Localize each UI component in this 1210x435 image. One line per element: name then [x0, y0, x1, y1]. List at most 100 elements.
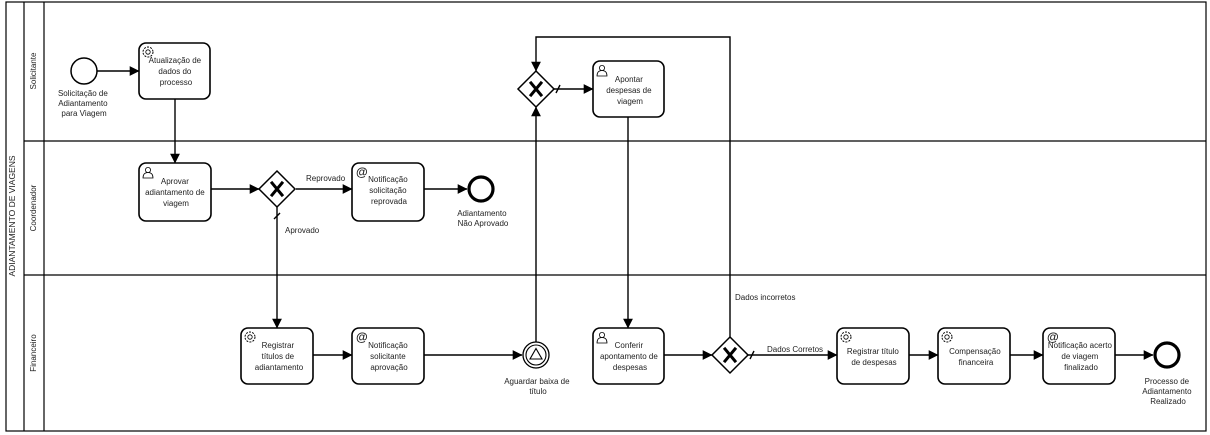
- task-label-line: apontamento de: [600, 352, 658, 361]
- svg-text:@: @: [356, 165, 368, 179]
- svg-text:Solicitação de Adiantame: Solicitação de Adiantamento para Viagem: [58, 89, 110, 118]
- flow-label-dados-corretos: Dados Corretos: [767, 345, 823, 354]
- lane-solicitante: Solicitante: [29, 52, 38, 89]
- gateway-merge[interactable]: [516, 69, 556, 109]
- task-label-line: viagem: [617, 97, 643, 106]
- svg-text:Processo de Adiantamento: Processo de Adiantamento Realizado: [1142, 377, 1194, 406]
- svg-text:Aguardar baixa de título: Aguardar baixa de título: [504, 377, 572, 396]
- event-label-line: Adiantamento: [457, 209, 507, 218]
- task-label-line: Atualização de: [149, 56, 202, 65]
- intermediate-event[interactable]: Aguardar baixa de título: [504, 341, 572, 396]
- task-label-line: Registrar título: [847, 347, 900, 356]
- sequence-flows: [97, 36, 1154, 360]
- flow-label-reprovado: Reprovado: [306, 174, 346, 183]
- event-label-line: Aguardar baixa de: [504, 377, 570, 386]
- gear-icon: [142, 46, 154, 58]
- gateway-aprovacao[interactable]: [257, 169, 297, 209]
- svg-text:Notificação acerto de vi: Notificação acerto de viagem finalizado: [1048, 341, 1114, 372]
- x-icon: [722, 346, 738, 364]
- task-notificacao-reprovada[interactable]: Notificação solicitação reprovada: [351, 162, 425, 222]
- svg-text:Registrar título de desp: Registrar título de despesas: [847, 347, 901, 367]
- lane-financeiro: Financeiro: [29, 334, 38, 372]
- task-label-line: solicitação: [369, 186, 407, 195]
- svg-text:Atualização de dados do: Atualização de dados do processo: [149, 56, 204, 87]
- x-icon: [528, 80, 544, 98]
- task-label-line: aprovação: [370, 363, 408, 372]
- event-label-line: Adiantamento: [58, 99, 108, 108]
- svg-text:Notificação solicitação: Notificação solicitação reprovada: [368, 175, 410, 206]
- user-icon: [596, 332, 608, 344]
- end-event-final[interactable]: Processo de Adiantamento Realizado: [1142, 341, 1194, 406]
- gear-icon: [941, 331, 953, 343]
- task-label-line: adiantamento de: [145, 188, 205, 197]
- lane-label-solicitante: Solicitante: [29, 52, 38, 89]
- user-icon: [142, 167, 154, 179]
- event-label-line: Realizado: [1150, 397, 1186, 406]
- event-label-line: Adiantamento: [1142, 387, 1192, 396]
- gear-icon: [244, 331, 256, 343]
- svg-text:Notificação solicitante: Notificação solicitante aprovação: [368, 341, 410, 372]
- at-icon: @: [356, 330, 368, 344]
- task-label-line: adiantamento: [255, 363, 304, 372]
- task-label-line: Notificação: [368, 341, 408, 350]
- task-label-line: Apontar: [615, 75, 643, 84]
- pool: ADIANTAMENTO DE VIAGENS: [5, 1, 1207, 432]
- gateway-conferencia[interactable]: [710, 335, 750, 375]
- svg-text:Registrar títulos de: Registrar títulos de adiantamento: [255, 341, 304, 372]
- task-apontar-despesas[interactable]: Apontar despesas de viagem: [592, 60, 665, 118]
- task-label-line: de despesas: [851, 358, 896, 367]
- task-conferir-apontamento[interactable]: Conferir apontamento de despesas: [592, 327, 665, 385]
- task-label-line: Registrar: [262, 341, 295, 350]
- task-label-line: Aprovar: [161, 177, 189, 186]
- user-icon: [596, 65, 608, 77]
- task-label-line: Notificação: [368, 175, 408, 184]
- task-label-line: títulos de: [262, 352, 295, 361]
- svg-text:Aprovar adiantamento de: Aprovar adiantamento de viagem: [145, 177, 207, 208]
- event-label-line: Não Aprovado: [458, 219, 509, 228]
- svg-text:@: @: [1047, 330, 1059, 344]
- end-event-reprovado[interactable]: Adiantamento Não Aprovado: [457, 175, 509, 228]
- pool-label: ADIANTAMENTO DE VIAGENS: [7, 155, 17, 276]
- default-flow-marker: [749, 350, 755, 360]
- x-icon: [269, 180, 285, 198]
- task-label-line: Compensação: [949, 347, 1001, 356]
- task-notificacao-aprovacao[interactable]: Notificação solicitante aprovação: [351, 327, 425, 385]
- task-label-line: finalizado: [1064, 363, 1098, 372]
- gear-icon: [840, 331, 852, 343]
- default-flow-marker: [555, 84, 561, 94]
- task-label-line: solicitante: [370, 352, 406, 361]
- task-registrar-titulos[interactable]: Registrar títulos de adiantamento: [240, 327, 314, 385]
- svg-text:Conferir apontamento de: Conferir apontamento de despesas: [600, 341, 660, 372]
- flow-dados-incorretos[interactable]: [531, 36, 731, 337]
- event-label-line: para Viagem: [61, 109, 107, 118]
- lane-label-financeiro: Financeiro: [29, 334, 38, 372]
- start-event[interactable]: Solicitação de Adiantamento para Viagem: [58, 57, 110, 118]
- flow-label-aprovado: Aprovado: [285, 226, 320, 235]
- task-atualizacao-dados[interactable]: Atualização de dados do processo: [138, 42, 211, 100]
- task-label-line: despesas de: [606, 86, 652, 95]
- flow-label-dados-incorretos: Dados incorretos: [735, 293, 795, 302]
- event-label-line: título: [529, 387, 547, 396]
- default-flow-marker: [273, 212, 281, 220]
- at-icon: @: [1047, 330, 1059, 344]
- svg-text:Adiantamento Não Aprovad: Adiantamento Não Aprovado: [457, 209, 509, 228]
- task-label-line: processo: [160, 78, 193, 87]
- svg-text:@: @: [356, 330, 368, 344]
- task-aprovar-adiantamento[interactable]: Aprovar adiantamento de viagem: [138, 162, 212, 222]
- task-registrar-titulo-despesas[interactable]: Registrar título de despesas: [836, 327, 910, 385]
- task-label-line: Conferir: [615, 341, 644, 350]
- task-label-line: viagem: [163, 199, 189, 208]
- task-label-line: financeira: [959, 358, 994, 367]
- svg-text:Apontar despesas de: Apontar despesas de viagem: [606, 75, 654, 106]
- task-label-line: dados do: [158, 67, 191, 76]
- task-label-line: despesas: [613, 363, 647, 372]
- lane-coordenador: Coordenador: [29, 184, 38, 231]
- task-label-line: de viagem: [1061, 352, 1098, 361]
- task-label-line: Notificação acerto: [1048, 341, 1113, 350]
- task-compensacao-financeira[interactable]: Compensação financeira: [937, 327, 1011, 385]
- at-icon: @: [356, 165, 368, 179]
- event-label-line: Processo de: [1145, 377, 1190, 386]
- task-notificacao-acerto[interactable]: Notificação acerto de viagem finalizado: [1042, 327, 1116, 385]
- triangle-icon: [529, 347, 543, 360]
- task-label-line: reprovada: [371, 197, 408, 206]
